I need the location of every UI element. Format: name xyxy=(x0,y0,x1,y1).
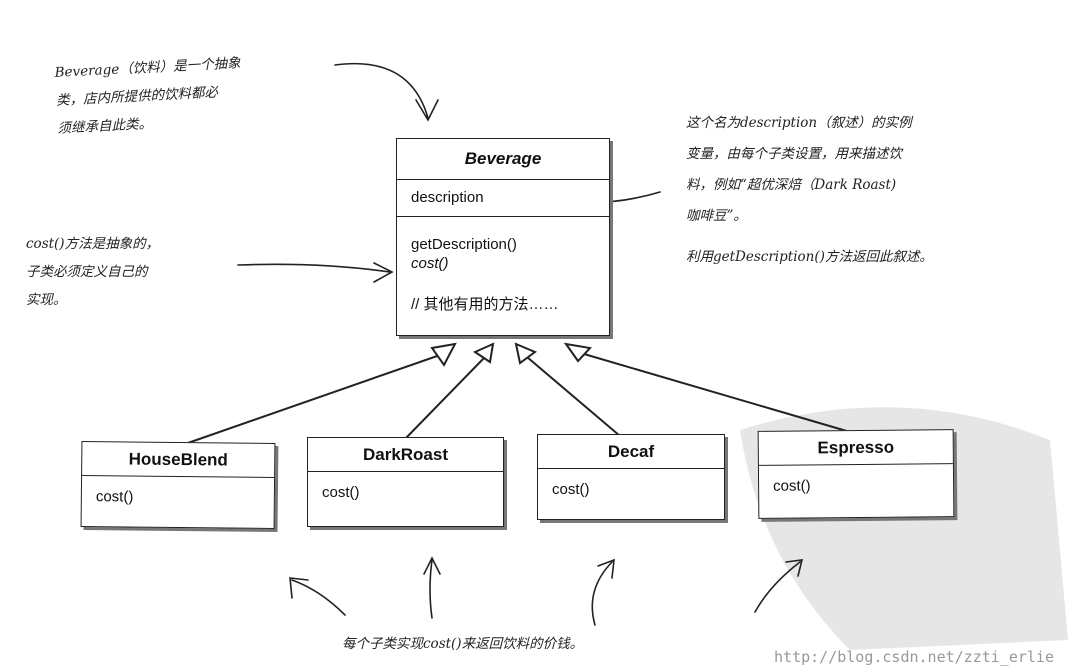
method-cost: cost() xyxy=(552,481,590,498)
inheritance-line-darkroast xyxy=(404,356,486,440)
method-cost: cost() xyxy=(411,255,449,272)
note-line: 变量，由每个子类设置，用来描述饮 xyxy=(686,146,902,162)
note-line: 利用getDescription()方法返回此叙述。 xyxy=(686,249,933,265)
darkroast-class-box: DarkRoast cost() xyxy=(307,437,504,527)
note-line: 这个名为description（叙述）的实例 xyxy=(686,115,912,131)
bottom-note: 每个子类实现cost()来返回饮料的价钱。 xyxy=(342,636,584,652)
methods-section: getDescription() cost() // 其他有用的方法…… xyxy=(397,217,609,314)
note-line: cost()方法是抽象的， xyxy=(26,236,160,252)
cost-note: cost()方法是抽象的， 子类必须定义自己的 实现。 xyxy=(26,230,159,314)
class-name: Beverage xyxy=(397,139,609,180)
pointer-arrow xyxy=(237,262,394,283)
inheritance-line-espresso xyxy=(583,353,851,433)
inheritance-arrowhead xyxy=(472,342,495,364)
houseblend-class-box: HouseBlend cost() xyxy=(80,440,276,530)
pointer-arrow xyxy=(289,577,346,616)
inheritance-arrowhead xyxy=(514,342,538,365)
method-cost: cost() xyxy=(95,488,134,506)
class-name: DarkRoast xyxy=(308,438,503,472)
attributes-section: description xyxy=(397,180,609,217)
espresso-class-box: Espresso cost() xyxy=(757,429,955,519)
class-name: HouseBlend xyxy=(82,441,275,479)
pointer-arrow xyxy=(423,556,441,619)
inheritance-arrowhead xyxy=(430,342,457,367)
class-name: Espresso xyxy=(758,430,953,466)
description-note: 这个名为description（叙述）的实例 变量，由每个子类设置，用来描述饮 … xyxy=(686,108,933,273)
beverage-note: Beverage（饮料）是一个抽象 类，店内所提供的饮料都必 须继承自此类。 xyxy=(54,49,244,143)
inheritance-arrowhead xyxy=(563,342,592,363)
watermark-url: http://blog.csdn.net/zzti_erlie xyxy=(774,648,1054,666)
attribute-description: description xyxy=(411,189,484,206)
pointer-arrow xyxy=(754,559,804,613)
class-name: Decaf xyxy=(538,435,724,469)
note-line: 料，例如“超优深焙（Dark Roast) xyxy=(686,177,897,193)
inheritance-line-decaf xyxy=(526,356,621,437)
beverage-class-box: Beverage description getDescription() co… xyxy=(396,138,610,336)
pointer-arrow xyxy=(591,558,615,626)
note-line: 咖啡豆”。 xyxy=(686,208,747,224)
decaf-class-box: Decaf cost() xyxy=(537,434,725,520)
note-line: 子类必须定义自己的 xyxy=(26,264,148,280)
pointer-arrow xyxy=(334,62,439,122)
method-getdescription: getDescription() xyxy=(411,236,517,253)
note-line: 实现。 xyxy=(26,292,67,308)
method-cost: cost() xyxy=(322,484,360,501)
method-cost: cost() xyxy=(773,477,811,495)
inheritance-line-houseblend xyxy=(184,354,441,445)
method-comment: // 其他有用的方法…… xyxy=(411,296,559,313)
